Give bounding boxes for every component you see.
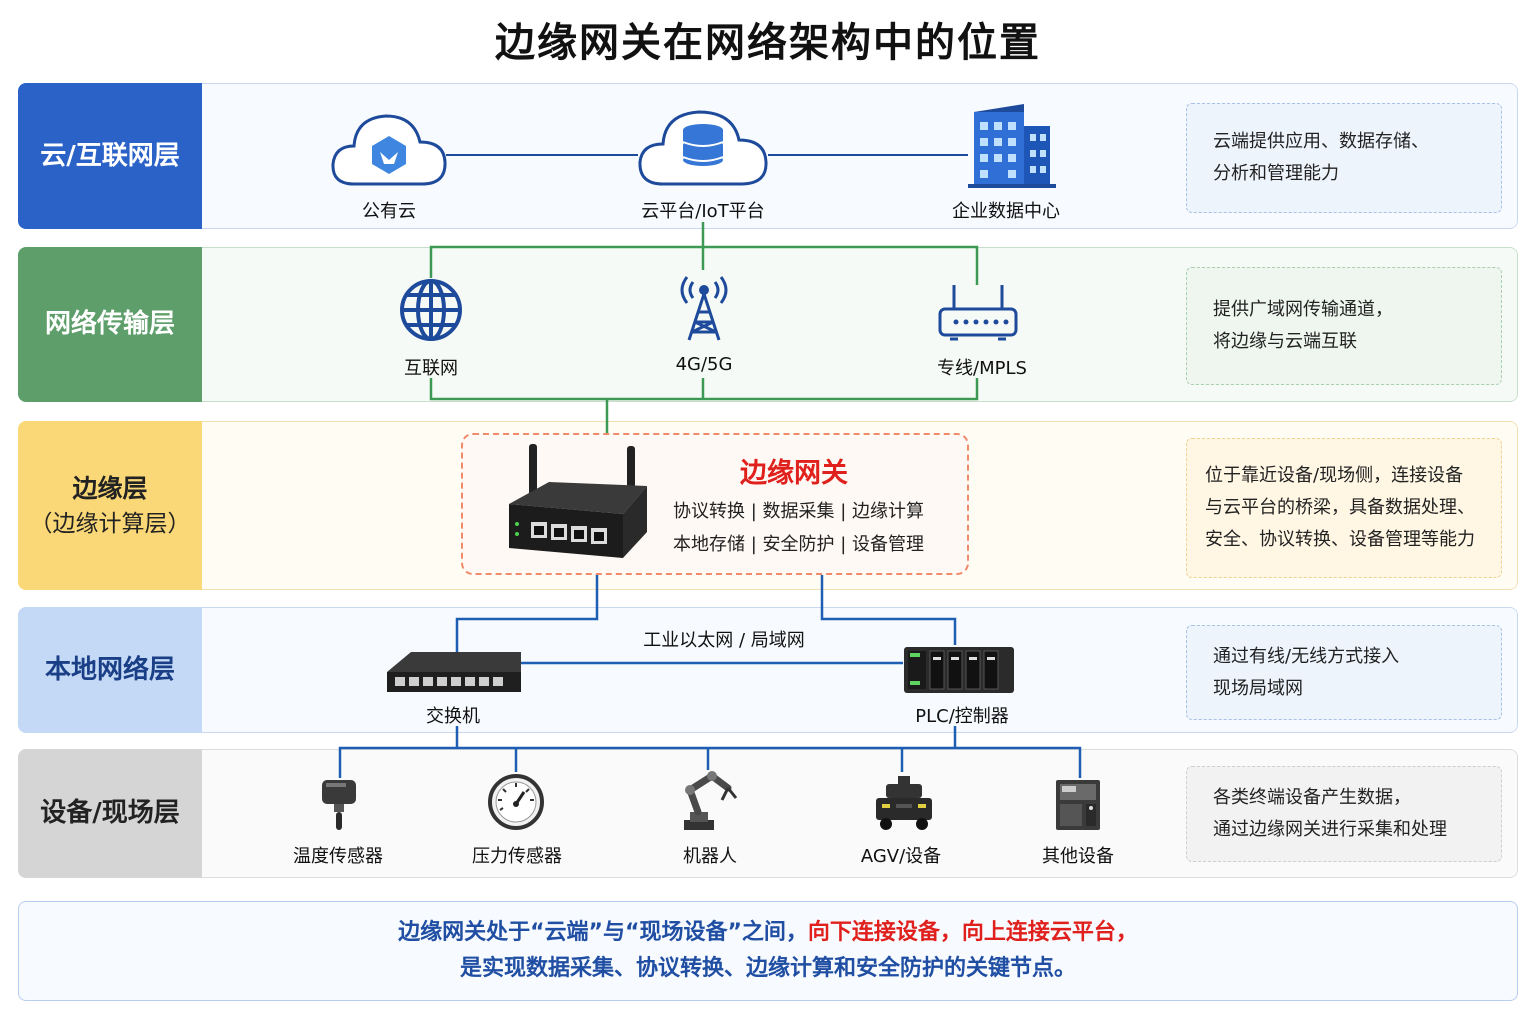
cloud-desc-line1: 云端提供应用、数据存储、 [1213,131,1429,152]
node-public-cloud: 公有云 [362,201,416,222]
summary-line1: 边缘网关处于“云端”与“现场设备”之间，向下连接设备，向上连接云平台， [398,915,1138,951]
gateway-title: 边缘网关 [740,458,848,489]
cabinet-icon [1056,780,1100,830]
edge-desc-line3: 安全、协议转换、设备管理等能力 [1205,529,1475,550]
page-title: 边缘网关在网络架构中的位置 [495,20,1041,66]
edge-desc-line2: 与云平台的桥梁，具备数据处理、 [1205,497,1475,518]
summary-box: 边缘网关处于“云端”与“现场设备”之间，向下连接设备，向上连接云平台， 是实现数… [18,901,1518,1001]
gateway-to-plc-link [820,575,957,645]
local-layer-label: 本地网络层 [18,607,202,733]
switch-icon [387,652,521,692]
node-cloud-platform: 云平台/IoT平台 [641,201,765,222]
device-desc-line1: 各类终端设备产生数据， [1213,787,1411,808]
building-icon [968,104,1056,188]
network-desc-line2: 将边缘与云端互联 [1213,331,1357,352]
gateway-to-switch-link [455,575,599,652]
temperature-sensor-icon [322,780,356,830]
agv-icon [876,776,932,830]
local-desc-line2: 现场局域网 [1213,677,1303,699]
edge-label-line1: 边缘层 [72,473,148,503]
cloud-layer-label: 云/互联网层 [18,83,202,229]
summary-line1-highlight: 向下连接设备，向上连接云平台， [807,920,1138,945]
edge-label-line2: （边缘计算层） [29,511,191,537]
node-other-devices: 其他设备 [1042,846,1114,867]
gateway-device-icon [509,444,647,558]
pressure-gauge-icon [488,774,544,830]
plc-icon [904,647,1014,693]
robot-arm-icon [684,771,738,830]
node-4g5g: 4G/5G [675,354,733,375]
device-bus [338,746,1082,778]
gateway-functions-line2: 本地存储 | 安全防护 | 设备管理 [673,534,925,555]
device-layer-label: 设备/现场层 [18,749,202,878]
device-layer: 设备/现场层 各类终端设备产生数据， 通过边缘网关进行采集和处理 [18,749,1518,878]
cloud-layer-desc: 云端提供应用、数据存储、 分析和管理能力 [1186,103,1502,213]
node-plc: PLC/控制器 [915,706,1009,727]
edge-layer-label: 边缘层 （边缘计算层） [18,421,202,590]
local-layer-desc: 通过有线/无线方式接入 现场局域网 [1186,625,1502,720]
cloud-desc-line2: 分析和管理能力 [1213,163,1339,184]
local-desc-line1: 通过有线/无线方式接入 [1213,645,1400,667]
device-desc-line2: 通过边缘网关进行采集和处理 [1213,819,1447,840]
industrial-ethernet-label: 工业以太网 / 局域网 [643,630,805,651]
router-icon [938,285,1018,341]
cell-tower-icon [680,276,728,341]
node-robot: 机器人 [683,846,737,867]
node-enterprise-dc: 企业数据中心 [952,201,1060,222]
globe-icon [400,279,462,341]
database-icon [682,124,724,166]
node-switch: 交换机 [426,706,480,727]
edge-desc-line1: 位于靠近设备/现场侧，连接设备 [1205,465,1464,486]
node-pressure-sensor: 压力传感器 [472,846,562,867]
summary-line2: 是实现数据采集、协议转换、边缘计算和安全防护的关键节点。 [459,956,1076,981]
node-leased-line: 专线/MPLS [937,358,1027,379]
cloud-platform-icon [638,110,768,186]
device-layer-desc: 各类终端设备产生数据， 通过边缘网关进行采集和处理 [1186,766,1502,862]
node-temp-sensor: 温度传感器 [293,846,383,867]
summary-line1-a: 边缘网关处于“云端”与“现场设备”之间， [398,920,808,945]
cloud-icon [331,114,447,186]
edge-layer-desc: 位于靠近设备/现场侧，连接设备 与云平台的桥梁，具备数据处理、 安全、协议转换、… [1186,438,1502,578]
node-internet: 互联网 [404,358,458,379]
network-layer-desc: 提供广域网传输通道， 将边缘与云端互联 [1186,267,1502,385]
network-desc-line1: 提供广域网传输通道， [1213,299,1393,320]
network-layer-label: 网络传输层 [18,247,202,402]
gateway-functions-line1: 协议转换 | 数据采集 | 边缘计算 [673,501,925,522]
node-agv: AGV/设备 [860,846,942,867]
